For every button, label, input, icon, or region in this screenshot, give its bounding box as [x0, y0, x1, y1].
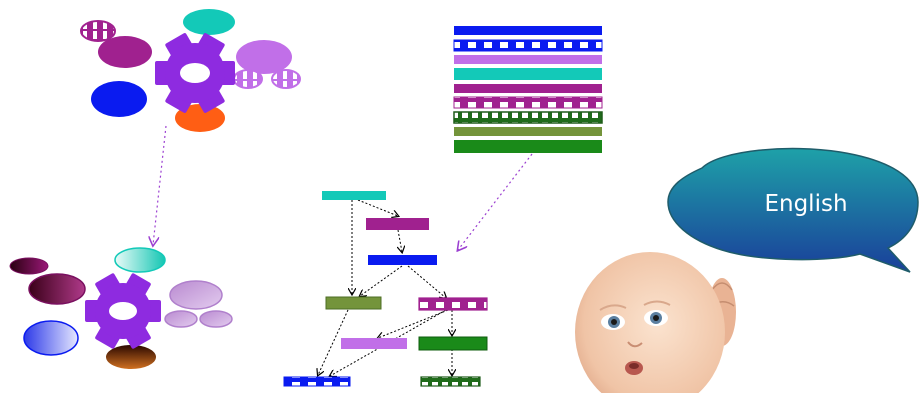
bar-green-striped: [453, 111, 603, 124]
transfer-arrow-left: [153, 125, 167, 245]
teal-blob: [183, 9, 235, 35]
flow-node-green: [418, 336, 488, 351]
light-lavender-blob: [169, 280, 223, 310]
lavender-striped-blob-left: [233, 69, 263, 89]
gear-icon: [155, 33, 235, 113]
bar-teal: [454, 68, 602, 80]
flow-node-teal: [322, 191, 386, 200]
flow-node-blue-striped: [283, 376, 351, 387]
small-dark-magenta-blob: [9, 257, 49, 275]
flow-node-magenta-striped: [418, 297, 488, 311]
flow-node-olive: [325, 296, 382, 310]
flow-node-green-striped: [420, 376, 481, 387]
dark-magenta-blob: [28, 273, 86, 305]
flow-node-magenta: [366, 218, 429, 230]
flow-diagram: [283, 191, 488, 387]
gear-icon-small: [85, 273, 161, 349]
lavender-striped-blob-right: [271, 69, 301, 89]
speech-bubble: English: [667, 147, 919, 273]
light-teal-blob: [114, 247, 166, 273]
stacked-bars: [453, 26, 603, 153]
magenta-blob: [98, 36, 152, 68]
transfer-arrow-right: [458, 153, 533, 250]
small-lavender-blob-right: [199, 310, 233, 328]
baby-photo: [570, 248, 736, 393]
speech-bubble-shape: [667, 147, 919, 273]
flow-arrows: [318, 199, 452, 376]
flow-node-lavender: [341, 338, 407, 349]
bar-green: [454, 140, 602, 153]
bar-olive: [454, 127, 602, 136]
small-lavender-blob-left: [164, 310, 198, 328]
bar-lavender: [454, 55, 602, 64]
bottom-gear-cluster: [9, 247, 233, 369]
baby-nose: [627, 341, 643, 348]
lavender-blob: [236, 40, 292, 74]
brown-blob: [106, 345, 156, 369]
small-striped-blob: [80, 20, 116, 42]
top-gear-cluster: [80, 9, 301, 132]
orange-blob: [175, 104, 225, 132]
blue-blob: [91, 81, 147, 117]
bar-magenta-striped: [453, 96, 603, 109]
bar-blue: [454, 26, 602, 35]
speech-bubble-label: English: [764, 191, 847, 217]
bar-magenta: [454, 84, 602, 93]
flow-node-blue: [368, 255, 437, 265]
bar-blue-striped: [453, 39, 603, 52]
baby-face: [575, 252, 736, 393]
light-blue-blob: [23, 320, 79, 356]
